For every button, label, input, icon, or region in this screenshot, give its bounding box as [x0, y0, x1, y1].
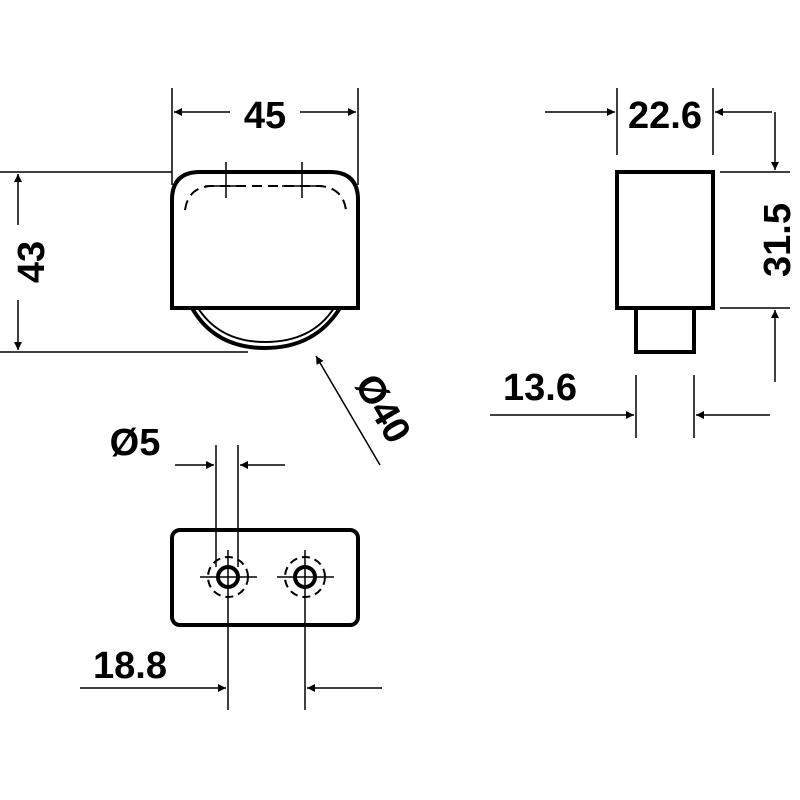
hole-spacing-dimension: 18.8 — [93, 645, 167, 687]
front-view: 45 43 Ø40 — [0, 88, 419, 466]
side-height-dimension: 31.5 — [757, 203, 799, 277]
bottom-view: Ø5 18.8 — [80, 422, 382, 710]
peg-width-dimension: 13.6 — [503, 367, 577, 409]
side-view: 22.6 31.5 13.6 — [490, 88, 799, 438]
height-dimension: 43 — [11, 241, 53, 283]
width-dimension: 45 — [244, 95, 286, 137]
roller-diameter-dimension: Ø40 — [346, 367, 418, 450]
hole-diameter-dimension: Ø5 — [110, 422, 161, 464]
roller-inner-arc — [190, 306, 342, 351]
side-width-dimension: 22.6 — [628, 95, 702, 137]
hole-left — [200, 550, 257, 605]
hole-right — [277, 550, 334, 605]
